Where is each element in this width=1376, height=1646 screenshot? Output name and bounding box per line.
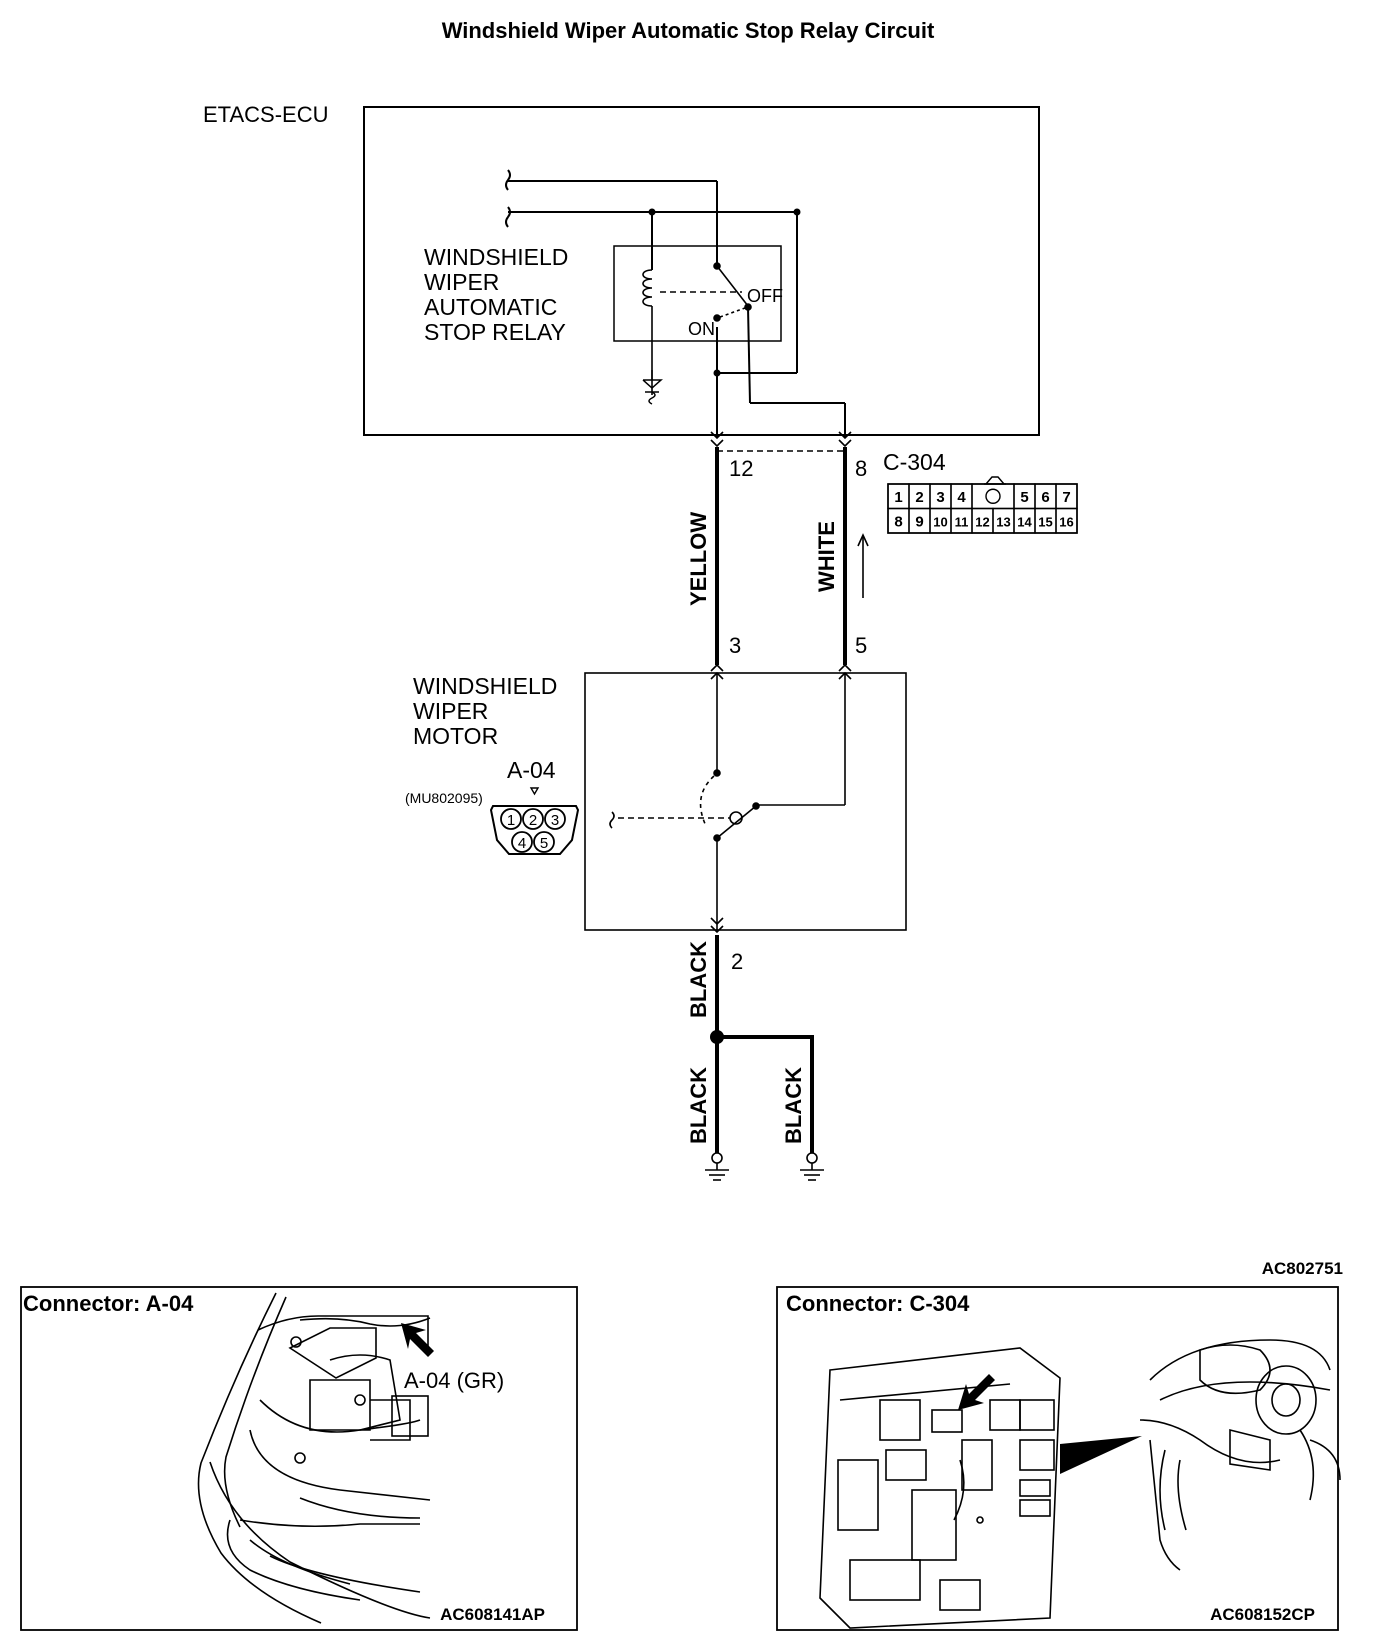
wire-yellow-label: YELLOW xyxy=(686,512,711,606)
c304-pin-number: 3 xyxy=(936,489,944,506)
pin-5: 5 xyxy=(855,633,867,658)
relay-contact-icon xyxy=(713,262,752,322)
relay-label-line-3: AUTOMATIC xyxy=(424,294,557,320)
relay-box xyxy=(613,245,782,342)
c304-pin-number: 5 xyxy=(1020,489,1028,506)
ecu-box xyxy=(363,106,1040,436)
c304-pin-number: 15 xyxy=(1038,515,1052,530)
panel-c304-code: AC608152CP xyxy=(1210,1605,1315,1624)
panel-a04-code: AC608141AP xyxy=(440,1605,545,1624)
a04-pin: 1 xyxy=(507,812,515,829)
arrow-icon xyxy=(958,1374,995,1410)
pin-2: 2 xyxy=(731,949,743,974)
engine-bay-illustration xyxy=(197,1292,431,1624)
c304-label: C-304 xyxy=(883,449,946,475)
a04-pin: 3 xyxy=(551,812,559,829)
panel-a04-callout: A-04 (GR) xyxy=(404,1368,504,1393)
motor-label-line-2: WIPER xyxy=(413,698,488,724)
relay-coil-icon xyxy=(642,246,653,395)
a04-label: A-04 xyxy=(507,757,556,783)
panel-a04 xyxy=(20,1286,578,1631)
junction-block-illustration xyxy=(819,1347,1061,1629)
ecu-internal-wiring xyxy=(505,169,846,437)
relay-off-label: OFF xyxy=(747,286,783,306)
c304-pin-number: 14 xyxy=(1017,515,1032,530)
c304-pin-number: 8 xyxy=(894,514,902,531)
a04-connector-face: 1 2 3 4 5 xyxy=(489,787,580,855)
a04-part-number: (MU802095) xyxy=(405,790,483,806)
junction-dot xyxy=(793,208,801,216)
wire-black-label: BLACK xyxy=(686,941,711,1018)
ecu-label: ETACS-ECU xyxy=(203,102,329,127)
a04-pin: 5 xyxy=(540,835,548,852)
wire-black-label: BLACK xyxy=(781,1067,806,1144)
harness-wires xyxy=(715,447,847,665)
junction-dot xyxy=(713,369,721,377)
c304-pin-number: 4 xyxy=(957,489,966,506)
c304-pin-number: 10 xyxy=(933,515,947,530)
junction-dot xyxy=(648,208,656,216)
a04-pin: 4 xyxy=(518,835,526,852)
a04-pin: 2 xyxy=(529,812,537,829)
c304-pin-number: 16 xyxy=(1059,515,1073,530)
relay-label-line-1: WINDSHIELD xyxy=(424,244,568,270)
motor-box xyxy=(584,672,907,931)
figure-code: AC802751 xyxy=(1262,1259,1343,1278)
motor-label-line-1: WINDSHIELD xyxy=(413,673,557,699)
c304-pin-number: 6 xyxy=(1041,489,1049,506)
zoom-wedge xyxy=(1060,1436,1142,1474)
dashboard-illustration xyxy=(1139,1339,1341,1571)
current-direction-arrow xyxy=(857,533,869,598)
c304-pin-number: 7 xyxy=(1062,489,1070,506)
c304-pin-number: 12 xyxy=(975,515,989,530)
c304-pin-number: 1 xyxy=(894,489,902,506)
panel-c304 xyxy=(776,1286,1339,1631)
wire-white-label: WHITE xyxy=(814,521,839,592)
c304-lock-circle xyxy=(985,488,1001,504)
motor-internal-wiring xyxy=(609,674,846,930)
relay-label-line-4: STOP RELAY xyxy=(424,319,566,345)
ground-icon xyxy=(799,1152,825,1181)
relay-on-label: ON xyxy=(688,319,715,339)
panel-c304-title: Connector: C-304 xyxy=(786,1291,970,1316)
splice-dot xyxy=(710,1030,724,1044)
wire-black-label: BLACK xyxy=(686,1067,711,1144)
c304-pin-number: 11 xyxy=(955,515,969,530)
c304-pin-number: 2 xyxy=(915,489,923,506)
pin-12: 12 xyxy=(729,456,753,481)
pin-8: 8 xyxy=(855,456,867,481)
diagram-title: Windshield Wiper Automatic Stop Relay Ci… xyxy=(442,18,935,43)
ground-icon xyxy=(642,370,663,405)
relay-label-line-2: WIPER xyxy=(424,269,499,295)
pin-3: 3 xyxy=(729,633,741,658)
arrow-icon xyxy=(401,1323,434,1357)
c304-pin-cell xyxy=(1055,507,1078,534)
motor-label-line-3: MOTOR xyxy=(413,723,498,749)
c304-pin-number: 9 xyxy=(915,514,923,531)
ground-icon xyxy=(704,1152,730,1181)
panel-a04-title: Connector: A-04 xyxy=(23,1291,194,1316)
c304-pin-number: 13 xyxy=(996,515,1010,530)
